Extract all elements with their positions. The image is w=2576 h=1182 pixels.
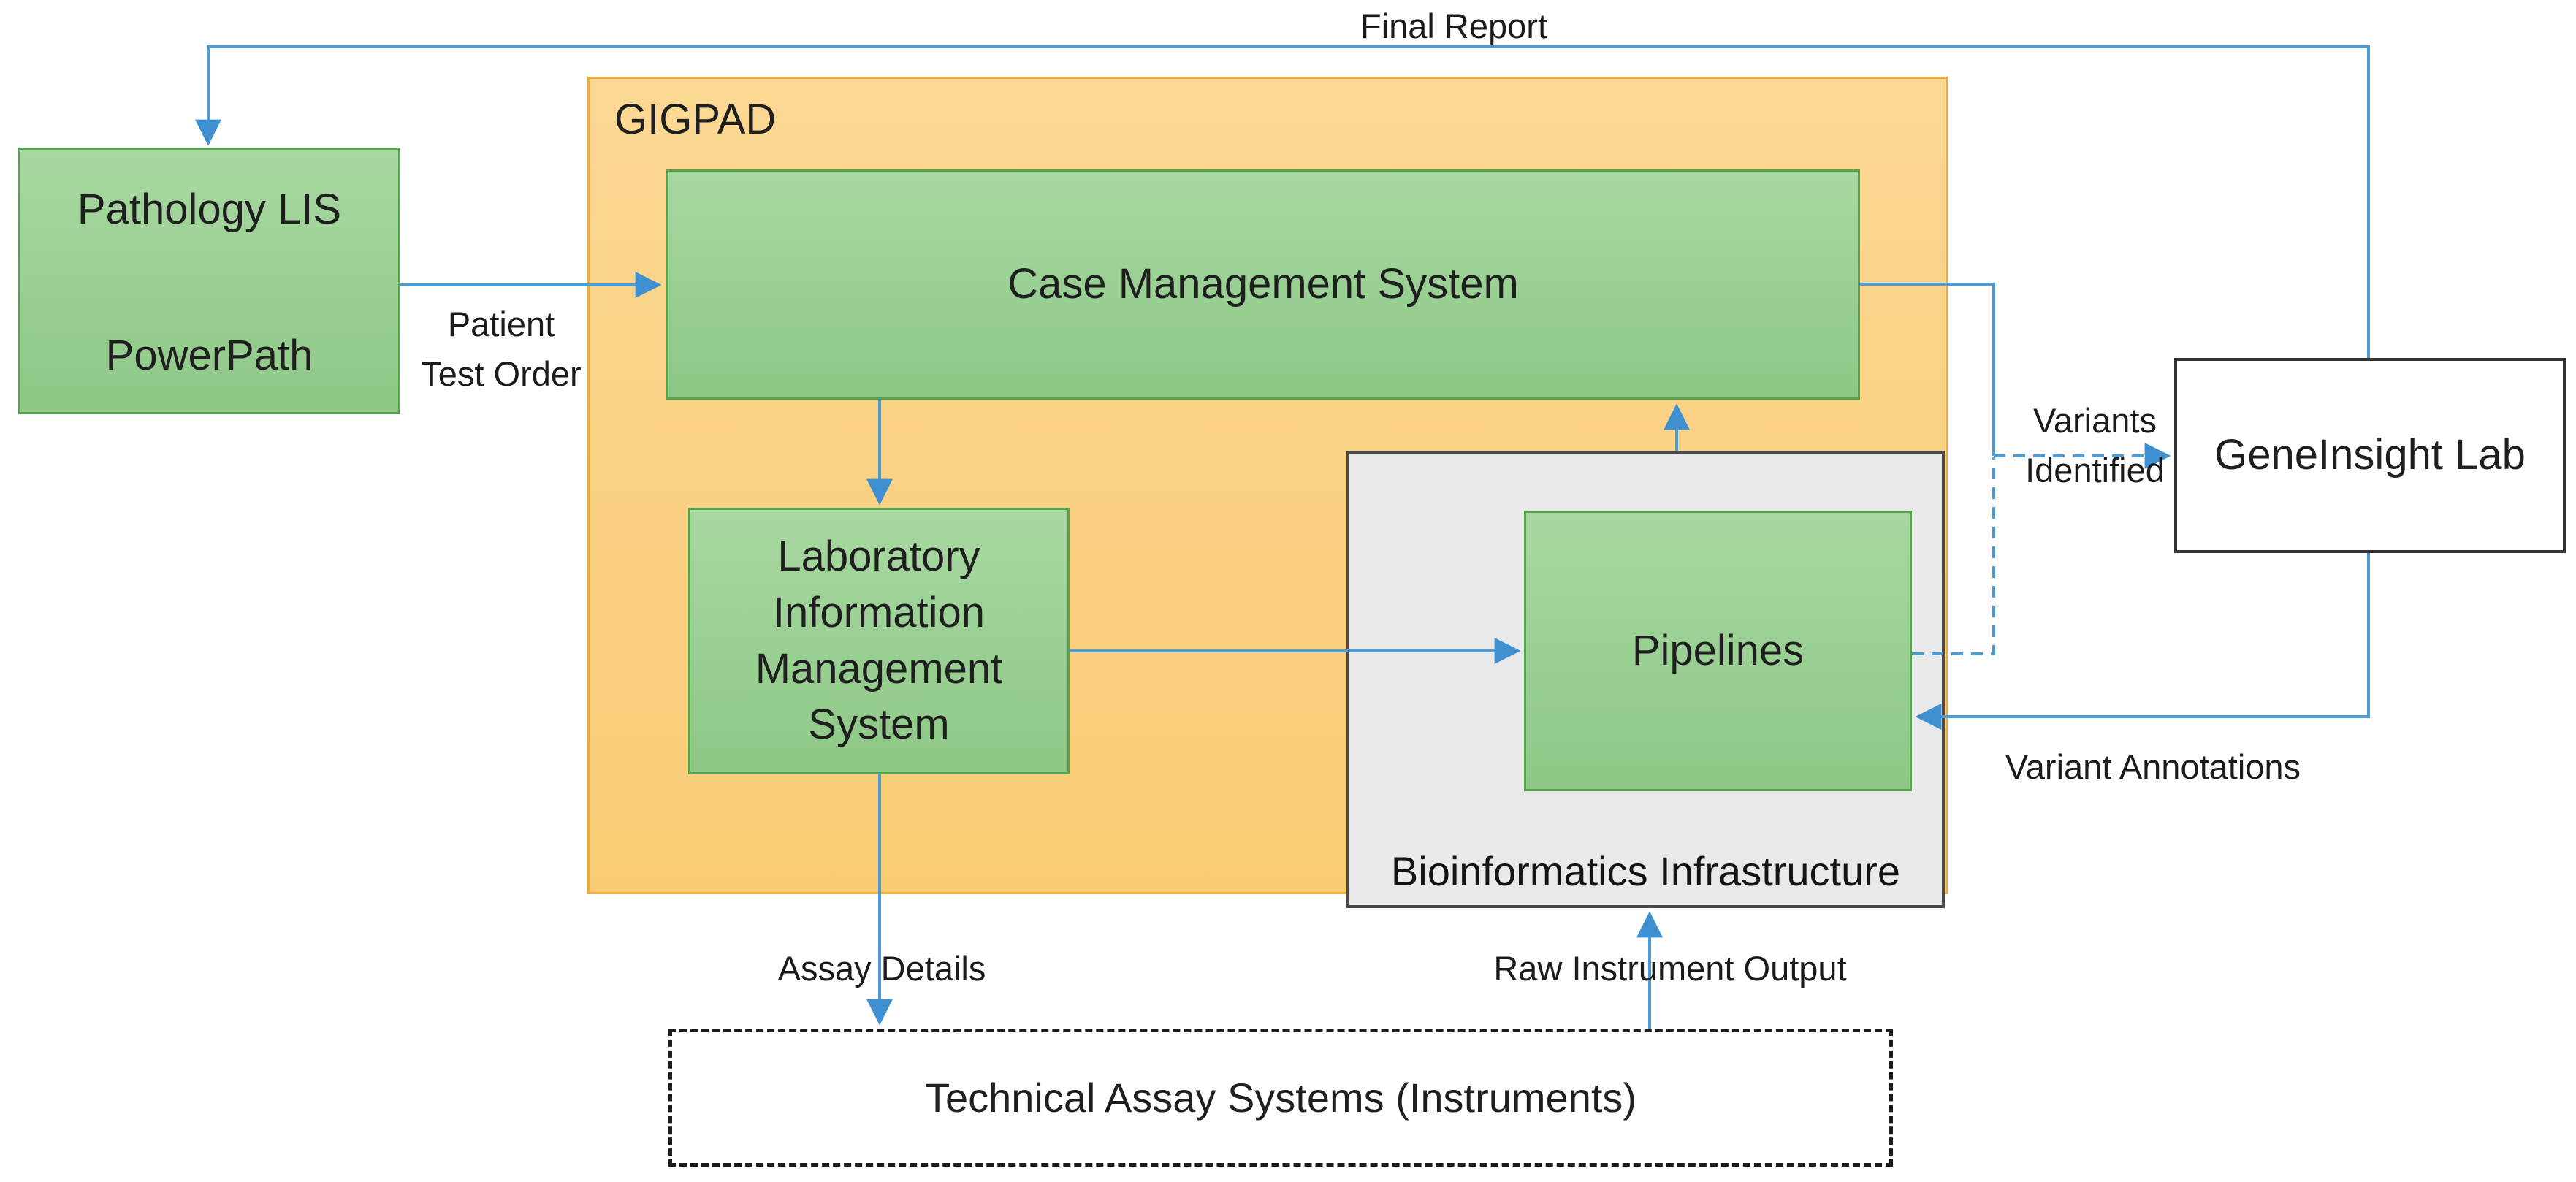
case-management-system-box: Case Management System <box>666 169 1860 400</box>
patient-test-order-label: Patient Test Order <box>421 305 582 394</box>
pipelines-label: Pipelines <box>1631 626 1805 674</box>
final-report-label: Final Report <box>1360 7 1547 45</box>
technical-assay-systems-label: Technical Assay Systems (Instruments) <box>924 1074 1637 1121</box>
pathology-lis-label: Pathology LIS <box>77 186 342 233</box>
geneinsight-lab-label: GeneInsight Lab <box>2214 431 2526 479</box>
technical-assay-systems-box: Technical Assay Systems (Instruments) <box>668 1029 1893 1167</box>
pathology-lis-box: Pathology LIS PowerPath <box>18 148 400 414</box>
gigpad-label: GIGPAD <box>614 96 777 143</box>
variant-annotations-arrow <box>1915 553 2370 730</box>
variant-annotations-label: Variant Annotations <box>2005 747 2301 786</box>
variants-identified-label: Variants Identified <box>2025 401 2165 490</box>
assay-details-label: Assay Details <box>777 949 986 988</box>
geneinsight-lab-box: GeneInsight Lab <box>2174 358 2566 553</box>
powerpath-label: PowerPath <box>105 332 313 379</box>
lims-box: Laboratory Information Management System <box>688 508 1070 774</box>
pipelines-box: Pipelines <box>1524 511 1912 791</box>
lims-label: Laboratory Information Management System <box>755 533 1003 749</box>
raw-instrument-output-label: Raw Instrument Output <box>1493 949 1847 988</box>
bioinformatics-infrastructure-label: Bioinformatics Infrastructure <box>1390 848 1901 894</box>
case-management-system-label: Case Management System <box>1007 260 1519 308</box>
